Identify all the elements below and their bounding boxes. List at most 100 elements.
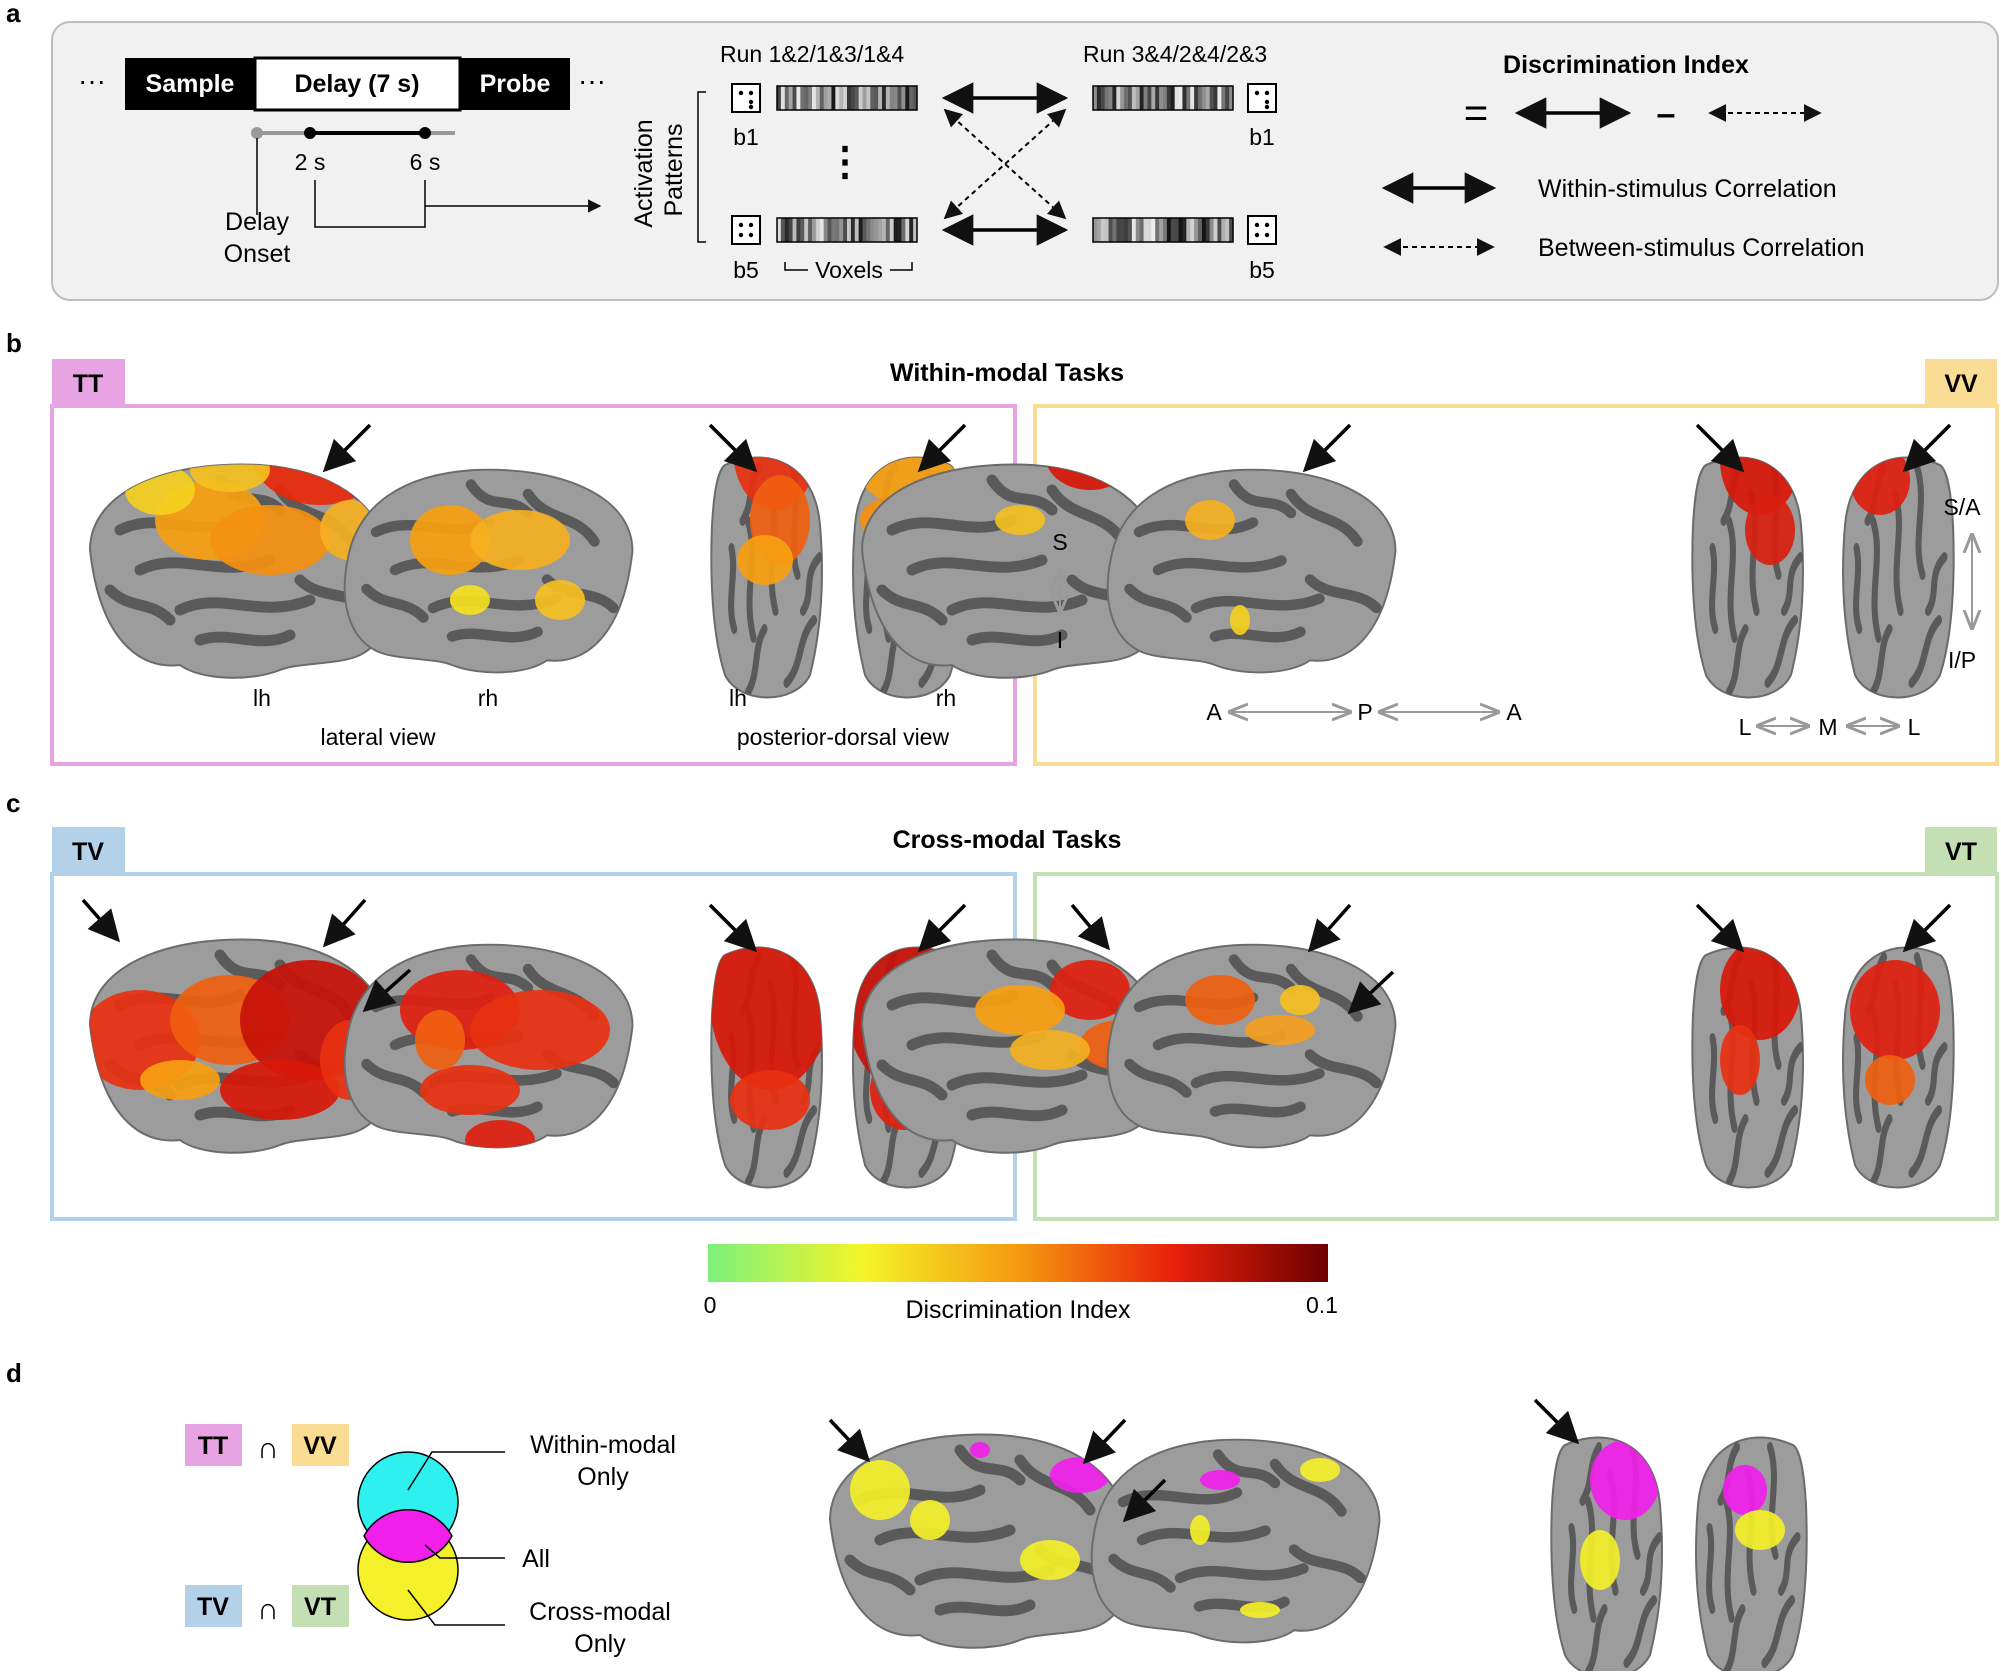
vt-tag-label: VT bbox=[1945, 838, 1977, 866]
voxel-bar-right-top bbox=[1092, 85, 1234, 111]
brain-tt-lh-lateral bbox=[88, 463, 394, 679]
vv-tag bbox=[1925, 359, 1997, 406]
vertical-dots: ⋮ bbox=[825, 140, 865, 184]
label-lh-lateral: lh bbox=[253, 685, 271, 711]
legend-within-label: Within-stimulus Correlation bbox=[1538, 175, 1837, 203]
brain-tt-rh-lateral bbox=[343, 468, 634, 674]
panel-label-c: c bbox=[6, 788, 20, 818]
d-cap-bottom: ∩ bbox=[257, 1593, 279, 1626]
label-rh-lateral: rh bbox=[478, 685, 498, 711]
brain-vv-rh-lateral bbox=[1106, 468, 1397, 674]
posterior-dorsal-view-label: posterior-dorsal view bbox=[737, 724, 950, 750]
d-vv-tag bbox=[292, 1424, 349, 1466]
brain-vt-lh-dorsal bbox=[1691, 946, 1804, 1189]
d-cap-top: ∩ bbox=[257, 1432, 279, 1465]
brain-vv-lh-dorsal bbox=[1691, 456, 1804, 699]
orient-s: S bbox=[1052, 529, 1067, 555]
label-lh-dorsal: lh bbox=[729, 685, 747, 711]
sample-block bbox=[125, 58, 255, 110]
within-only-line1: Within-modal bbox=[530, 1431, 676, 1459]
orient-a-right: A bbox=[1506, 699, 1522, 725]
sample-label: Sample bbox=[146, 70, 235, 98]
d-vv-label: VV bbox=[303, 1432, 337, 1460]
b1-right: b1 bbox=[1249, 124, 1275, 150]
voxel-bar-right-bottom bbox=[1092, 217, 1234, 243]
brain-d-lh-lateral bbox=[828, 1433, 1134, 1649]
voxels-label: Voxels bbox=[815, 257, 883, 283]
delay-onset-line2: Onset bbox=[224, 240, 291, 268]
brain-vt-rh-dorsal bbox=[1842, 946, 1955, 1189]
venn-diagram bbox=[357, 1451, 505, 1626]
cross-only-line1: Cross-modal bbox=[529, 1598, 671, 1626]
brain-d-rh-lateral bbox=[1090, 1438, 1381, 1644]
voxels-bracket bbox=[784, 262, 913, 271]
orient-i: I bbox=[1057, 627, 1063, 653]
orient-l-left: L bbox=[1739, 714, 1752, 740]
b5-left: b5 bbox=[733, 257, 759, 283]
delay-label: Delay (7 s) bbox=[294, 70, 419, 98]
brain-tv-lh-dorsal bbox=[710, 946, 823, 1189]
dice-left-bottom bbox=[731, 215, 761, 245]
d-tv-label: TV bbox=[197, 1593, 229, 1621]
b1-left: b1 bbox=[733, 124, 759, 150]
tv-tag-label: TV bbox=[72, 838, 104, 866]
ellipsis-right: ··· bbox=[578, 65, 606, 96]
cross-only-line2: Only bbox=[574, 1630, 626, 1658]
equals-sign: = bbox=[1464, 89, 1489, 136]
dice-left-top bbox=[731, 83, 761, 113]
brain-vv-lh-lateral bbox=[860, 463, 1166, 679]
delay-onset-line1: Delay bbox=[225, 208, 289, 236]
colorbar bbox=[708, 1244, 1328, 1282]
run-left-label: Run 1&2/1&3/1&4 bbox=[720, 41, 904, 67]
d-tv-tag bbox=[185, 1585, 242, 1627]
brain-vt-rh-lateral bbox=[1106, 943, 1397, 1149]
orient-m: M bbox=[1818, 714, 1837, 740]
orient-p: P bbox=[1357, 699, 1372, 725]
all-label: All bbox=[522, 1545, 550, 1573]
brain-tt-lh-dorsal bbox=[710, 456, 823, 699]
colorbar-label: Discrimination Index bbox=[905, 1296, 1131, 1324]
d-tt-tag bbox=[185, 1424, 242, 1466]
orient-a-left: A bbox=[1206, 699, 1222, 725]
d-tt-label: TT bbox=[198, 1432, 229, 1460]
orient-l-right: L bbox=[1908, 714, 1921, 740]
brain-tv-rh-lateral bbox=[343, 943, 634, 1149]
delay-block bbox=[253, 56, 462, 112]
vt-tag bbox=[1925, 827, 1997, 874]
panel-label-b: b bbox=[6, 328, 22, 358]
probe-block bbox=[460, 58, 570, 110]
pointer-arrows bbox=[81, 423, 1952, 1523]
ellipsis-left: ··· bbox=[78, 65, 106, 96]
patterns-bracket bbox=[697, 91, 706, 243]
probe-label: Probe bbox=[480, 70, 551, 98]
run-right-label: Run 3&4/2&4/2&3 bbox=[1083, 41, 1267, 67]
brain-d-lh-dorsal bbox=[1550, 1436, 1663, 1676]
tt-tag bbox=[52, 359, 125, 406]
panel-label-d: d bbox=[6, 1358, 22, 1388]
delay-timeline bbox=[251, 127, 602, 228]
activation-patterns-label: Activation Patterns bbox=[630, 112, 688, 227]
voxel-bar-left-top bbox=[776, 85, 918, 111]
within-modal-title: Within-modal Tasks bbox=[890, 359, 1124, 387]
panel-label-a: a bbox=[6, 0, 21, 28]
brain-vv-rh-dorsal bbox=[1842, 456, 1955, 699]
discrimination-index-title: Discrimination Index bbox=[1503, 51, 1749, 79]
label-rh-dorsal: rh bbox=[936, 685, 956, 711]
lateral-view-label: lateral view bbox=[320, 724, 435, 750]
dice-right-top bbox=[1247, 83, 1277, 113]
minus-sign: – bbox=[1657, 95, 1676, 133]
time-2s: 2 s bbox=[295, 149, 326, 175]
d-vt-label: VT bbox=[304, 1593, 336, 1621]
colorbar-min: 0 bbox=[704, 1292, 717, 1318]
correlation-arrows bbox=[941, 82, 1069, 246]
legend-between-label: Between-stimulus Correlation bbox=[1538, 234, 1865, 262]
orient-ip: I/P bbox=[1948, 647, 1976, 673]
time-6s: 6 s bbox=[410, 149, 441, 175]
tt-tag-label: TT bbox=[73, 370, 104, 398]
d-vt-tag bbox=[292, 1585, 349, 1627]
cross-modal-title: Cross-modal Tasks bbox=[893, 826, 1122, 854]
vv-tag-label: VV bbox=[1944, 370, 1978, 398]
b5-right: b5 bbox=[1249, 257, 1275, 283]
tv-tag bbox=[52, 827, 125, 874]
